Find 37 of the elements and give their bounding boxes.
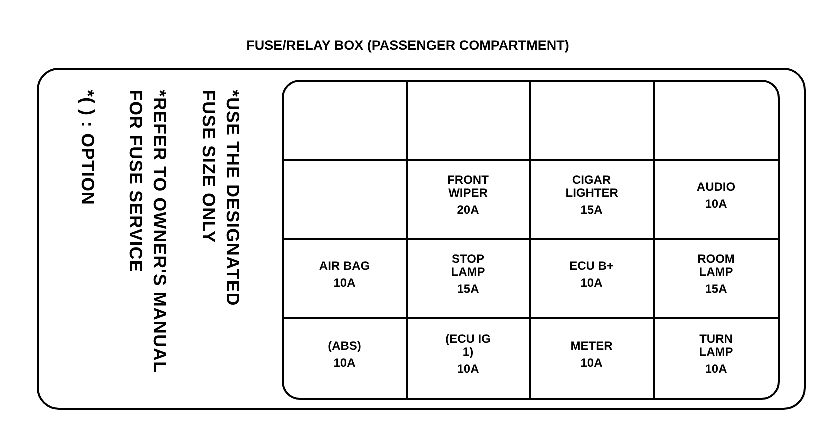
fuse-name: CIGAR LIGHTER: [566, 174, 618, 200]
fuse-rating: 10A: [705, 196, 728, 210]
fuse-panel: [282, 80, 780, 400]
fuse-slot: [408, 240, 531, 319]
fuse-rating: 20A: [457, 203, 480, 217]
fuse-slot: [408, 161, 531, 240]
fuse-rating: 10A: [457, 362, 480, 376]
empty-fuse-slot: [284, 82, 408, 161]
fuse-rating: 15A: [580, 203, 603, 217]
fuse-rating: 15A: [457, 282, 480, 296]
fuse-slot: [531, 240, 654, 319]
fuse-rating: 10A: [580, 276, 603, 290]
note: *REFER TO OWNER'S MANUAL FOR FUSE SERVICE: [125, 90, 171, 375]
fuse-rating: 10A: [334, 356, 356, 370]
empty-fuse-slot: [284, 161, 408, 240]
fuse-name: (ABS): [327, 340, 362, 352]
fuse-name: FRONT WIPER: [446, 174, 490, 200]
fuse-name: ROOM LAMP: [696, 253, 736, 279]
fuse-rating: 10A: [580, 356, 603, 370]
fuse-rating: 15A: [705, 282, 728, 296]
fuse-name: AUDIO: [696, 180, 737, 194]
fuse-slot: [531, 161, 654, 240]
fuse-name: METER: [570, 340, 614, 352]
fuse-name: AIR BAG: [318, 260, 371, 272]
fuse-slot: [284, 240, 408, 319]
empty-fuse-slot: [531, 82, 654, 161]
empty-fuse-slot: [408, 82, 531, 161]
fuse-name: (ECU IG 1): [444, 333, 492, 359]
fuse-name: STOP LAMP: [450, 253, 486, 279]
fuse-name: TURN LAMP: [698, 333, 734, 359]
title: FUSE/RELAY BOX (PASSENGER COMPARTMENT): [246, 38, 570, 53]
note: *( ) : OPTION: [77, 90, 99, 208]
fuse-rating: 10A: [334, 276, 356, 290]
note: *USE THE DESIGNATED FUSE SIZE ONLY: [198, 90, 244, 308]
fuse-box-outline: [37, 68, 806, 410]
fuse-name: ECU B+: [568, 260, 615, 272]
fuse-rating: 10A: [705, 362, 728, 376]
